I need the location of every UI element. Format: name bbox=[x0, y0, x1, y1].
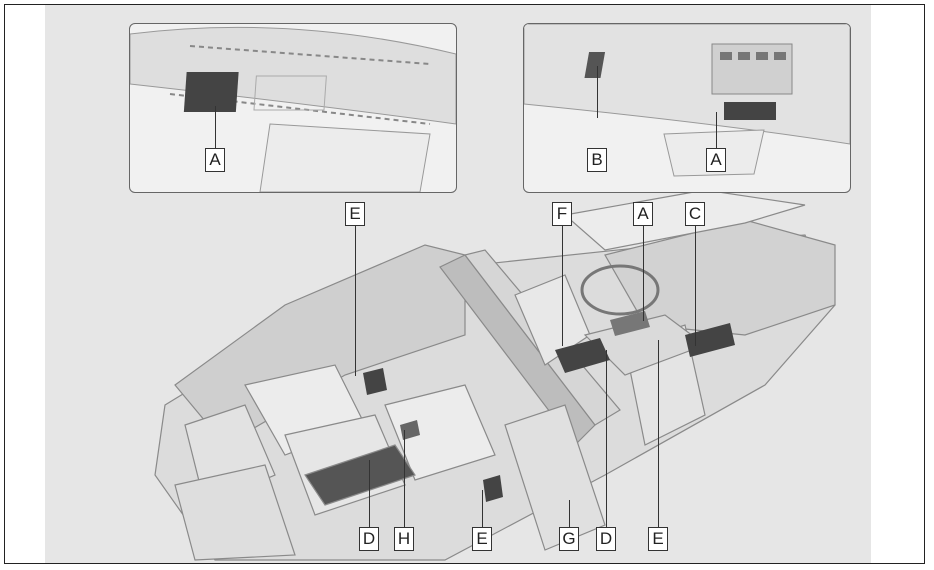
leader-line bbox=[716, 112, 717, 148]
leader-line bbox=[369, 460, 370, 528]
leader-line bbox=[562, 226, 563, 346]
callout-b-right-inset: B bbox=[587, 148, 607, 172]
leader-line bbox=[695, 226, 696, 346]
leader-line bbox=[597, 66, 598, 118]
leader-line bbox=[658, 340, 659, 528]
leader-line bbox=[404, 430, 405, 528]
leader-line bbox=[606, 350, 607, 528]
leader-line bbox=[482, 490, 483, 528]
callout-g: G bbox=[559, 527, 579, 551]
callout-c: C bbox=[685, 202, 705, 226]
leader-line bbox=[643, 226, 644, 321]
callout-e-front: E bbox=[648, 527, 668, 551]
callout-f: F bbox=[552, 202, 572, 226]
callout-e-rear: E bbox=[472, 527, 492, 551]
callout-e-top: E bbox=[345, 202, 365, 226]
front-ceiling-illustration bbox=[524, 24, 850, 177]
callout-h: H bbox=[394, 527, 414, 551]
leader-line bbox=[355, 226, 356, 376]
figure-frame bbox=[4, 4, 925, 564]
callout-a-main: A bbox=[633, 202, 653, 226]
callout-a-left-inset: A bbox=[205, 148, 225, 172]
inset-rear-ceiling bbox=[129, 23, 457, 193]
figure-panel bbox=[45, 5, 871, 563]
inset-front-ceiling bbox=[523, 23, 851, 193]
leader-line bbox=[569, 500, 570, 528]
callout-d-front: D bbox=[596, 527, 616, 551]
callout-d-rear: D bbox=[359, 527, 379, 551]
callout-a-right-inset: A bbox=[706, 148, 726, 172]
leader-line bbox=[215, 106, 216, 150]
rear-ceiling-illustration bbox=[130, 26, 456, 192]
